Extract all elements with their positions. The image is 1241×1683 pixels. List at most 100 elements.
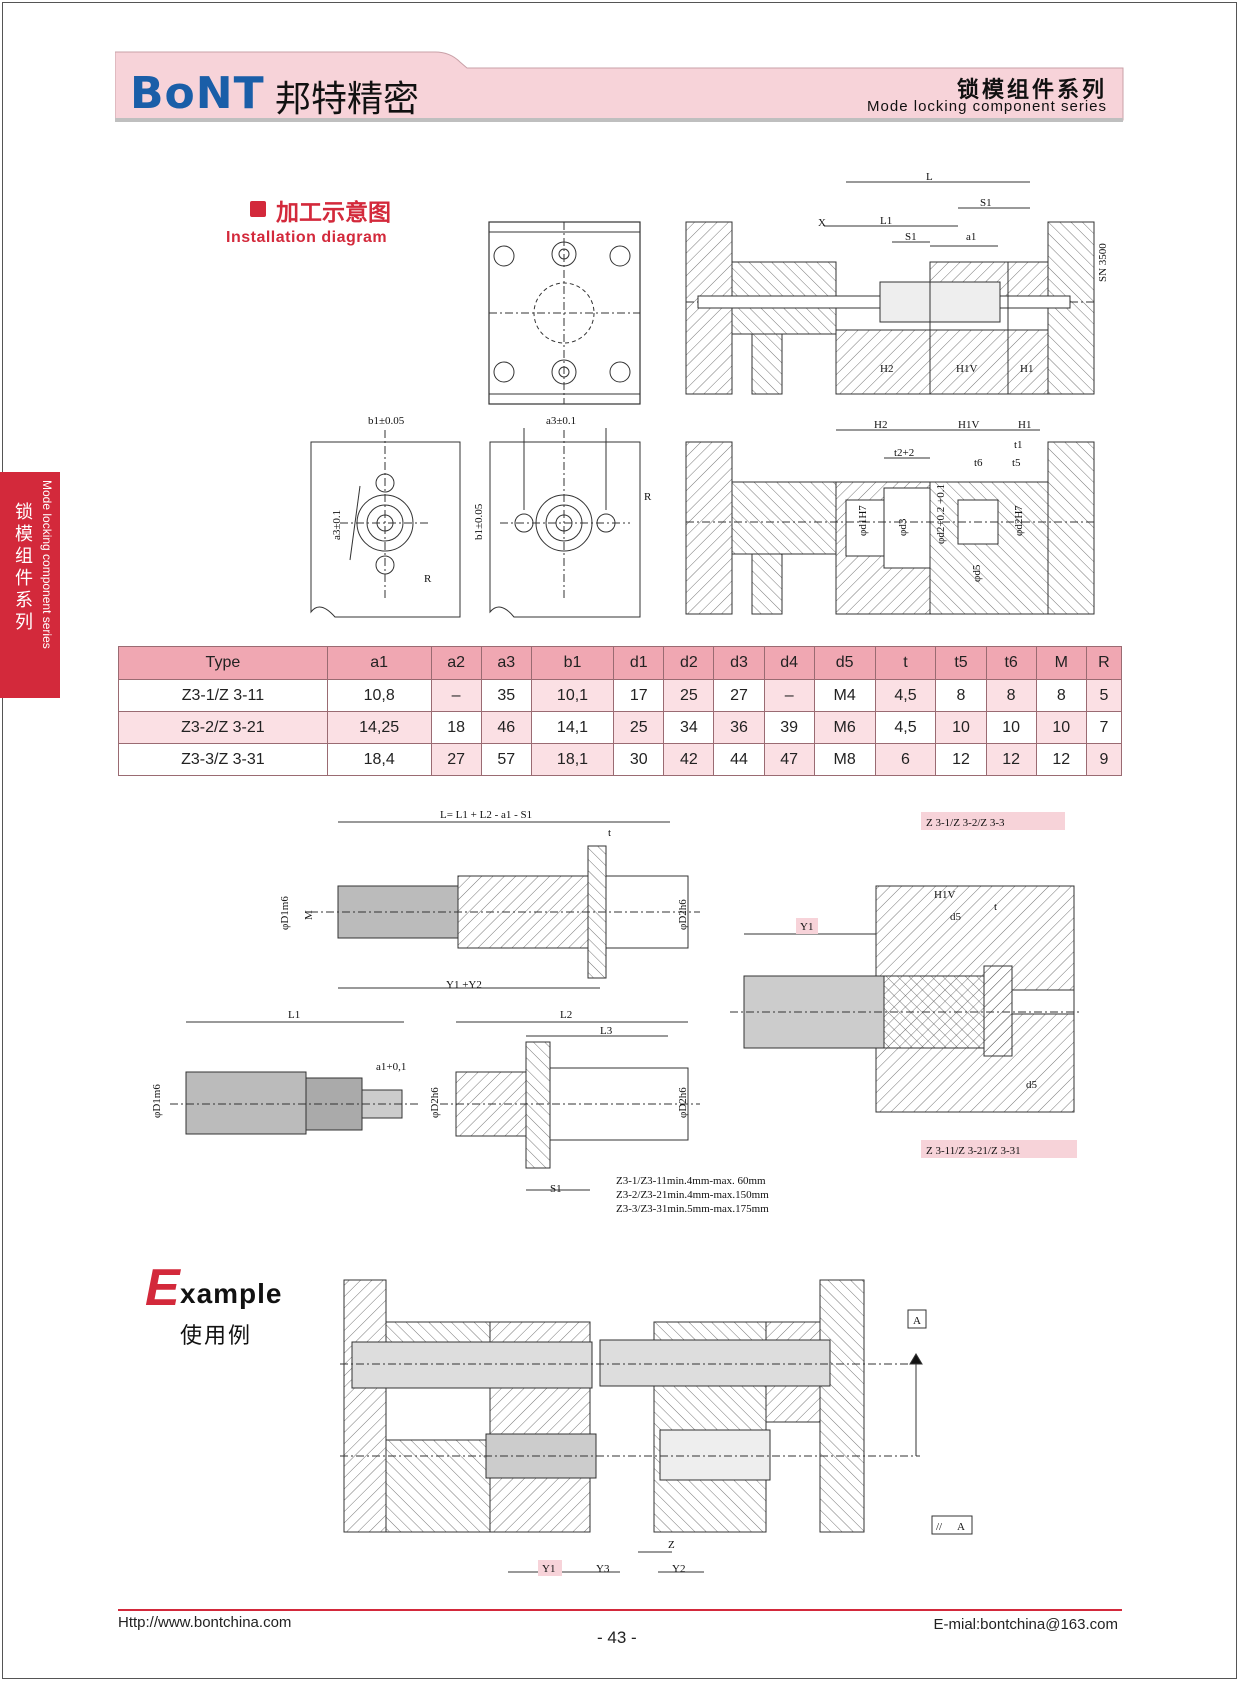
cell: 8 [985,679,1037,712]
side-tab: 锁模组件系列 Mode locking component series [0,472,60,698]
cell: 18,4 [326,743,432,776]
dim-t: t [608,827,611,839]
s1-range-2: Z3-2/Z3-21min.4mm-max.150mm [616,1189,769,1201]
cell: 12 [985,743,1037,776]
col-d2: d2 [663,646,715,680]
header-banner: BoNT 邦特精密 锁模组件系列 Mode locking component … [115,50,1125,122]
dim-d2h7: φd2H7 [1013,505,1025,536]
example-initial: E [145,1259,180,1317]
cell: 10 [985,711,1037,744]
dim-D1m6-b: φD1m6 [151,1084,163,1118]
label-H1V-mounted: H1V [934,889,955,901]
cell: M6 [813,711,876,744]
footer-divider [118,1609,1122,1611]
cell: Z3-2/Z 3-21 [118,711,328,744]
label-R1: R [424,573,432,585]
side-tab-zh: 锁模组件系列 [15,502,33,633]
label-d5-b: d5 [1026,1079,1038,1091]
header-shape [115,51,1124,122]
dim-L1-pin: L1 [288,1009,300,1021]
dim-D2h6-c: φD2h6 [677,1087,689,1118]
dim-X: X [818,217,826,229]
label-Y1-mounted: Y1 [800,921,813,933]
cell: 27 [713,679,765,712]
dim-t2: t2+2 [894,447,914,459]
mounted-assembly [730,885,1080,1113]
section-view-1 [685,181,1095,395]
cell: – [430,679,482,712]
cell: 36 [713,711,765,744]
label-R2: R [644,491,652,503]
cell: 30 [613,743,665,776]
table-row: Z3-3/Z 3-31 18,4 27 57 18,1 30 42 44 47 … [118,743,1123,776]
table-row: Z3-1/Z 3-11 10,8 – 35 10,1 17 25 27 – M4… [118,679,1123,712]
dim-L: L [926,171,933,183]
col-type: Type [118,646,328,680]
cell: M4 [813,679,876,712]
dim-d1: φd1H7 [857,505,869,536]
label-H1V: H1V [956,363,977,375]
cell: 6 [874,743,937,776]
dim-L-formula: L= L1 + L2 - a1 - S1 [440,809,532,821]
label-H2: H2 [880,363,893,375]
label-t-mounted: t [994,901,997,913]
table-row: Z3-2/Z 3-21 14,25 18 46 14,1 25 34 36 39… [118,711,1123,744]
dim-D1m6-a: φD1m6 [279,896,291,930]
footer-email[interactable]: E-mial:bontchina@163.com [933,1616,1118,1633]
section-title-zh: 加工示意图 [276,200,391,226]
cell: 14,25 [326,711,432,744]
locking-socket [440,1021,700,1191]
label-SN: SN 3500 [1097,243,1109,282]
col-t5: t5 [935,646,987,680]
col-t6: t6 [985,646,1037,680]
col-R: R [1085,646,1123,680]
parallel-datum-A: A [957,1521,965,1533]
cell: 10,8 [326,679,432,712]
col-d3: d3 [713,646,765,680]
dim-L3: L3 [600,1025,613,1037]
col-a1: a1 [326,646,432,680]
dim-b1v: b1±0.05 [473,503,485,540]
cell: 10 [1035,711,1087,744]
header-title-zh: 锁模组件系列 [956,78,1107,103]
section-view-2 [685,429,1095,615]
hole-pattern-2 [489,428,641,618]
logo: BoNT [130,68,265,119]
dim-d5: φd5 [971,564,983,582]
side-tab-en: Mode locking component series [40,480,54,649]
dim-a1: a1 [966,231,976,243]
label-Y3: Y3 [596,1563,610,1575]
cell: 46 [480,711,532,744]
plate-top-view [488,221,641,405]
cell: 34 [663,711,715,744]
col-a3: a3 [480,646,532,680]
col-t: t [874,646,937,680]
page-number: - 43 - [597,1628,637,1647]
cell: M8 [813,743,876,776]
header-title-en: Mode locking component series [867,98,1107,115]
cell: 35 [480,679,532,712]
dim-a3v: a3±0.1 [331,510,343,540]
col-d1: d1 [613,646,665,680]
cell: 25 [663,679,715,712]
cell: 7 [1085,711,1123,744]
bullet-square-icon [250,201,266,217]
dim-L1: L1 [880,215,892,227]
parallel-symbol: // [936,1521,943,1533]
cell: 14,1 [530,711,615,744]
dim-H1V: H1V [958,419,979,431]
dim-D2h6-a: φD2h6 [677,899,689,930]
label-group-2: Z 3-11/Z 3-21/Z 3-31 [926,1145,1021,1157]
label-group-1: Z 3-1/Z 3-2/Z 3-3 [926,817,1005,829]
footer-url[interactable]: Http://www.bontchina.com [118,1614,292,1631]
dim-M: M [303,910,315,920]
cell: Z3-3/Z 3-31 [118,743,328,776]
label-Y2: Y2 [672,1563,685,1575]
s1-range-3: Z3-3/Z3-31min.5mm-max.175mm [616,1203,769,1215]
cell: 57 [480,743,532,776]
cell: 8 [1035,679,1087,712]
col-b1: b1 [530,646,615,680]
spec-table: Type a1 a2 a3 b1 d1 d2 d3 d4 d5 t t5 t6 … [118,646,1123,776]
